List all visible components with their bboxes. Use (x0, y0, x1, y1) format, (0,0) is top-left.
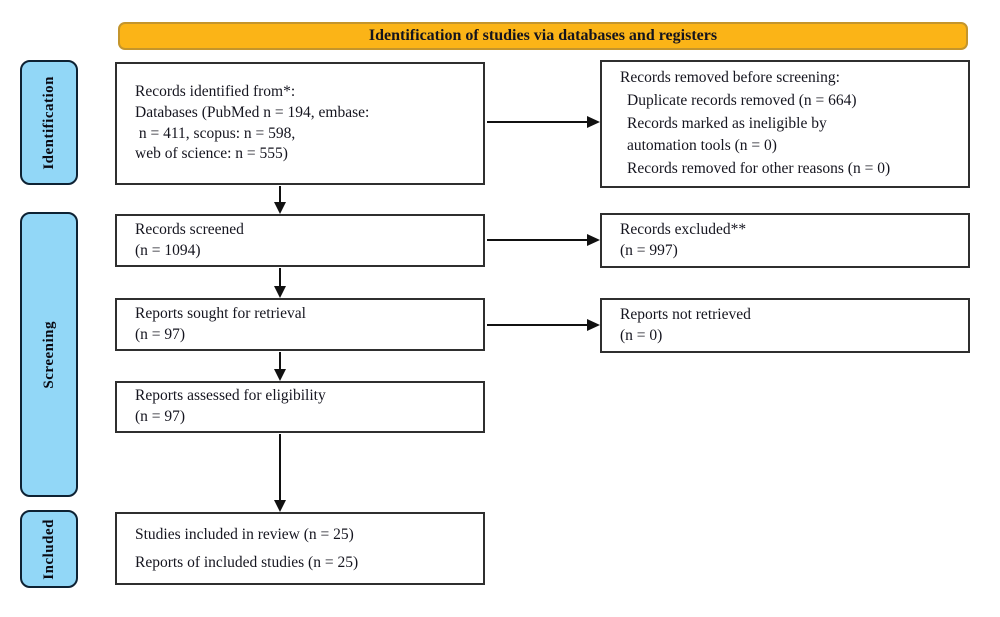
box-records-screened-line: Records screened (135, 220, 244, 238)
box-reports-not-retrieved: Reports not retrieved (n = 0) (600, 298, 970, 353)
arrow-sought-to-assessed (279, 352, 282, 369)
box-reports-sought-line: Reports sought for retrieval (135, 304, 306, 322)
box-records-removed: Records removed before screening: Duplic… (600, 60, 970, 188)
box-reports-not-retrieved-line: Reports not retrieved (620, 305, 751, 323)
box-records-removed-line: Records marked as ineligible by (627, 114, 827, 132)
arrow-identified-to-removed (487, 121, 587, 124)
stage-screening: Screening (20, 212, 78, 497)
box-records-excluded-line: (n = 997) (620, 241, 678, 259)
arrow-assessed-to-included (279, 434, 282, 500)
box-records-screened-line: (n = 1094) (135, 241, 201, 259)
box-records-removed-line: Records removed before screening: (620, 69, 840, 87)
title-banner-label: Identification of studies via databases … (368, 27, 718, 44)
stage-included: Included (20, 510, 78, 588)
stage-included-label: Included (40, 518, 57, 580)
arrow-sought-to-not-retrieved (487, 324, 587, 327)
box-records-removed-line: Records removed for other reasons (n = 0… (627, 160, 891, 178)
box-records-identified-line: web of science: n = 555) (135, 145, 288, 163)
box-records-excluded: Records excluded** (n = 997) (600, 213, 970, 268)
stage-identification-label: Identification (40, 75, 57, 170)
arrow-screened-to-excluded (487, 239, 587, 242)
box-reports-sought-line: (n = 97) (135, 325, 186, 343)
box-reports-assessed-line: (n = 97) (135, 408, 186, 425)
box-records-excluded-line: Records excluded** (620, 220, 747, 238)
box-records-identified-line: Records identified from*: (135, 82, 296, 100)
box-studies-included-line: Studies included in review (n = 25) (135, 526, 354, 544)
stage-identification: Identification (20, 60, 78, 185)
box-records-identified-line: Databases (PubMed n = 194, embase: (135, 103, 370, 121)
box-records-removed-line: Duplicate records removed (n = 664) (627, 91, 857, 109)
box-reports-not-retrieved-line: (n = 0) (620, 326, 663, 344)
box-reports-sought: Reports sought for retrieval (n = 97) (115, 298, 485, 351)
arrow-identified-to-screened (279, 186, 282, 202)
stage-screening-label: Screening (40, 320, 57, 389)
box-studies-included-line: Reports of included studies (n = 25) (135, 553, 359, 571)
box-records-identified-line: n = 411, scopus: n = 598, (135, 124, 296, 142)
arrow-screened-to-sought (279, 268, 282, 286)
title-banner: Identification of studies via databases … (118, 22, 968, 50)
box-records-identified: Records identified from*: Databases (Pub… (115, 62, 485, 185)
box-reports-assessed: Reports assessed for eligibility (n = 97… (115, 381, 485, 433)
box-records-screened: Records screened (n = 1094) (115, 214, 485, 267)
box-studies-included: Studies included in review (n = 25) Repo… (115, 512, 485, 585)
box-reports-assessed-line: Reports assessed for eligibility (135, 387, 326, 405)
box-records-removed-line: automation tools (n = 0) (627, 137, 777, 155)
